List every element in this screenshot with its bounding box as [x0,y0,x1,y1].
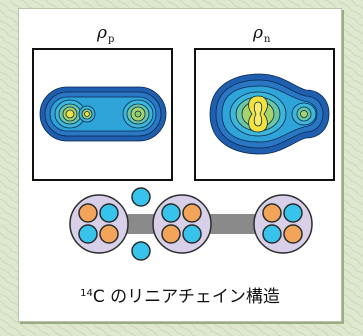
neutron [283,203,303,223]
valence-neutron-top [131,187,151,207]
valence-neutron-bottom [131,241,151,261]
neutron-density-panel [194,48,335,181]
proton [161,224,181,244]
proton [78,203,98,223]
rho-n-subscript: n [264,34,271,46]
linear-chain-diagram [69,187,313,261]
proton-density-contour [39,86,167,142]
cluster-right [253,194,313,254]
cluster-center [152,194,212,254]
neutron-density-contour [209,73,330,155]
rho-n-label: ρn [253,23,270,45]
neutron [99,203,119,223]
proton [262,203,282,223]
proton [283,224,303,244]
neutron [161,203,181,223]
proton-density-panel [32,48,173,181]
neutron [262,224,282,244]
figure-card: ρp ρn [18,8,342,322]
rho-p-label: ρp [97,23,114,45]
figure-caption: 14C のリニアチェイン構造 [19,282,341,307]
neutron [182,224,202,244]
cluster-left [69,194,129,254]
proton [99,224,119,244]
rho-p-subscript: p [108,34,115,46]
proton [182,203,202,223]
caption-mass-number: 14 [80,288,93,299]
rho-symbol: ρ [97,23,107,43]
neutron [78,224,98,244]
rho-symbol: ρ [253,23,263,43]
caption-text: C のリニアチェイン構造 [92,287,280,307]
